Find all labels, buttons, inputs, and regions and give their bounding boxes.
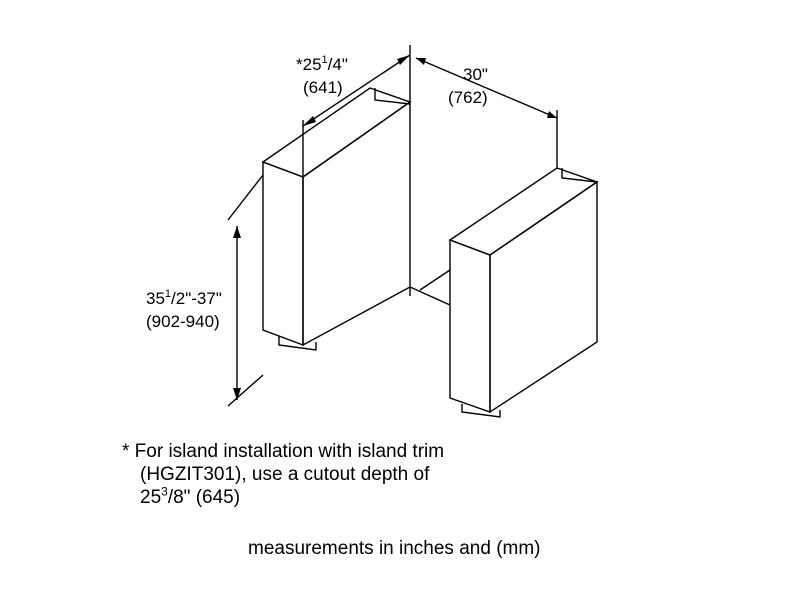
depth-arrow-right <box>397 55 410 65</box>
height-inches-whole: 35 <box>146 289 165 308</box>
island-trim-note: * For island installation with island tr… <box>122 440 444 509</box>
width-mm: (762) <box>448 88 488 107</box>
width-inches: 30" <box>463 65 488 84</box>
right-cabinet-front <box>449 238 491 413</box>
depth-dimension-lines <box>302 45 411 177</box>
depth-arrow-left <box>303 116 316 126</box>
svg-text:351/2"-37": 351/2"-37" <box>146 288 222 308</box>
right-cabinet-side <box>489 180 598 414</box>
note-depth-numerator: 3 <box>161 484 168 499</box>
note-line-2: (HGZIT301), use a cutout depth of <box>140 464 430 485</box>
height-inches-denominator: /2"-37" <box>171 289 222 308</box>
height-arrow-top <box>233 226 241 238</box>
depth-inches-whole: *25 <box>296 55 322 74</box>
left-cabinet-base <box>278 336 317 351</box>
height-arrow-bottom <box>233 388 241 400</box>
depth-mm: (641) <box>303 78 343 97</box>
right-cabinet <box>448 167 599 418</box>
note-line-3: 253/8" (645) <box>122 486 444 509</box>
note-depth-whole: 25 <box>140 487 162 508</box>
svg-text:*251/4": *251/4" <box>296 54 348 74</box>
cutout-back-lines <box>409 269 451 306</box>
right-trim-back <box>561 168 598 183</box>
units-footer: measurements in inches and (mm) <box>248 538 541 559</box>
left-trim-back <box>374 88 411 105</box>
height-mm: (902-940) <box>146 312 220 331</box>
depth-inches-numerator: 1 <box>322 54 328 66</box>
height-label: 351/2"-37" (902-940) <box>146 288 222 331</box>
left-cabinet-side <box>302 100 411 347</box>
right-cabinet-top <box>448 167 599 256</box>
depth-inches-denominator: /4" <box>328 55 348 74</box>
right-cabinet-base <box>461 404 501 418</box>
width-arrow-right <box>547 111 557 118</box>
width-dimension-lines <box>415 57 558 168</box>
note-line-1: * For island installation with island tr… <box>122 441 445 462</box>
depth-label: *251/4" (641) <box>296 54 348 97</box>
height-inches-numerator: 1 <box>165 288 171 300</box>
height-dimension-lines <box>227 174 264 407</box>
left-cabinet <box>261 87 412 351</box>
width-label: 30" (762) <box>448 65 488 107</box>
note-depth-rest: /8" (645) <box>167 487 241 508</box>
width-arrow-left <box>416 58 426 65</box>
left-cabinet-front <box>262 160 304 347</box>
